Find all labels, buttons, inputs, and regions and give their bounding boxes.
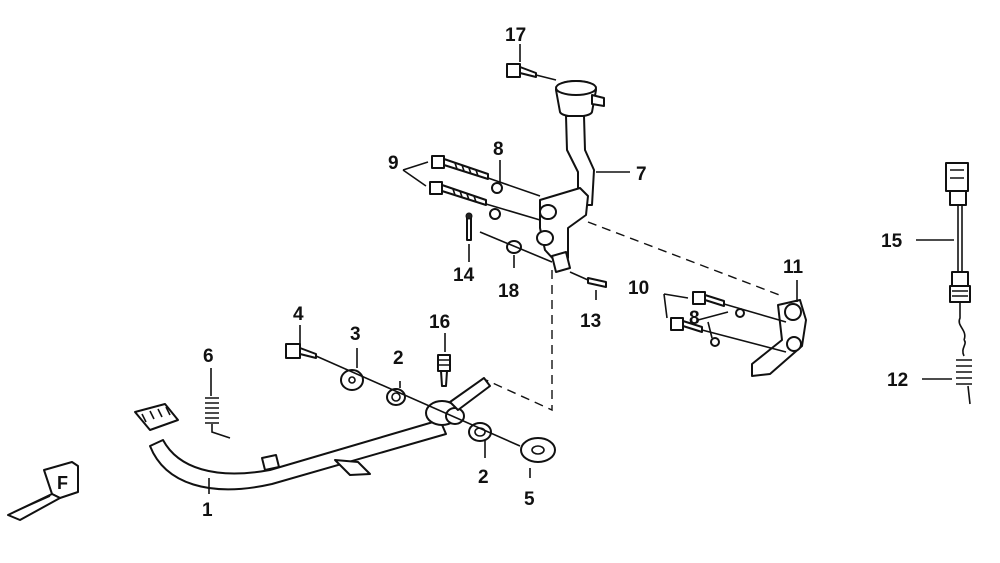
callout-5: 5 bbox=[524, 489, 535, 510]
callout-leaders bbox=[208, 44, 954, 494]
callout-1: 1 bbox=[202, 500, 213, 521]
dashed-link-rod bbox=[485, 270, 553, 412]
return-spring-part bbox=[205, 397, 231, 439]
callout-11: 11 bbox=[783, 257, 804, 278]
pin-part-14 bbox=[465, 212, 473, 241]
switch-spring-part bbox=[956, 339, 972, 405]
pin-part-13 bbox=[587, 277, 607, 288]
washer-part-8-bracket-lower bbox=[710, 337, 720, 347]
washer-part-8-upper bbox=[491, 182, 503, 194]
callout-10: 10 bbox=[628, 278, 649, 299]
callout-4: 4 bbox=[293, 304, 304, 325]
washer-part-3 bbox=[340, 369, 364, 391]
bolt-17-leader bbox=[535, 74, 557, 81]
callout-12: 12 bbox=[887, 370, 908, 391]
bolt-part-10-lower bbox=[670, 317, 703, 333]
dashed-link-bracket bbox=[587, 221, 783, 297]
bolt-part-4 bbox=[285, 343, 317, 359]
callout-8-upper: 8 bbox=[493, 139, 504, 160]
bolt-9-axis bbox=[485, 177, 541, 221]
front-direction-marker: F bbox=[7, 461, 79, 521]
callout-17: 17 bbox=[505, 25, 526, 46]
master-cylinder-part bbox=[536, 80, 605, 273]
callout-2-lower: 2 bbox=[478, 467, 489, 488]
callout-3: 3 bbox=[350, 324, 361, 345]
bolt-part-9-lower bbox=[429, 181, 487, 206]
washer-part-5 bbox=[520, 437, 556, 463]
callout-15: 15 bbox=[881, 231, 903, 252]
brake-light-switch-part bbox=[945, 162, 971, 341]
bolt-part-9-upper bbox=[431, 155, 489, 180]
callout-2-upper: 2 bbox=[393, 348, 404, 369]
pivot-axis-line bbox=[315, 355, 521, 447]
callout-8-bracket: 8 bbox=[689, 308, 700, 329]
callout-16: 16 bbox=[429, 312, 450, 333]
pin-13-axis bbox=[569, 271, 589, 281]
callout-9: 9 bbox=[388, 153, 399, 174]
grease-nipple-part-16 bbox=[437, 354, 451, 387]
bracket-bolt-axes bbox=[701, 303, 787, 353]
callout-14: 14 bbox=[453, 265, 475, 286]
callout-13: 13 bbox=[580, 311, 601, 332]
callout-7: 7 bbox=[636, 164, 647, 185]
washer-part-8-lower bbox=[489, 208, 501, 220]
callout-labels: 1 2 2 3 4 5 6 7 8 8 9 10 11 12 13 14 15 … bbox=[202, 25, 908, 521]
mounting-bracket-part bbox=[751, 299, 807, 377]
callout-6: 6 bbox=[203, 346, 214, 367]
callout-18: 18 bbox=[498, 281, 519, 302]
front-marker-letter: F bbox=[57, 473, 68, 493]
bolt-part-17 bbox=[506, 63, 537, 78]
pin-axis-line bbox=[479, 231, 553, 263]
brake-pedal-part bbox=[134, 403, 447, 491]
bolt-part-10-upper bbox=[692, 291, 725, 307]
